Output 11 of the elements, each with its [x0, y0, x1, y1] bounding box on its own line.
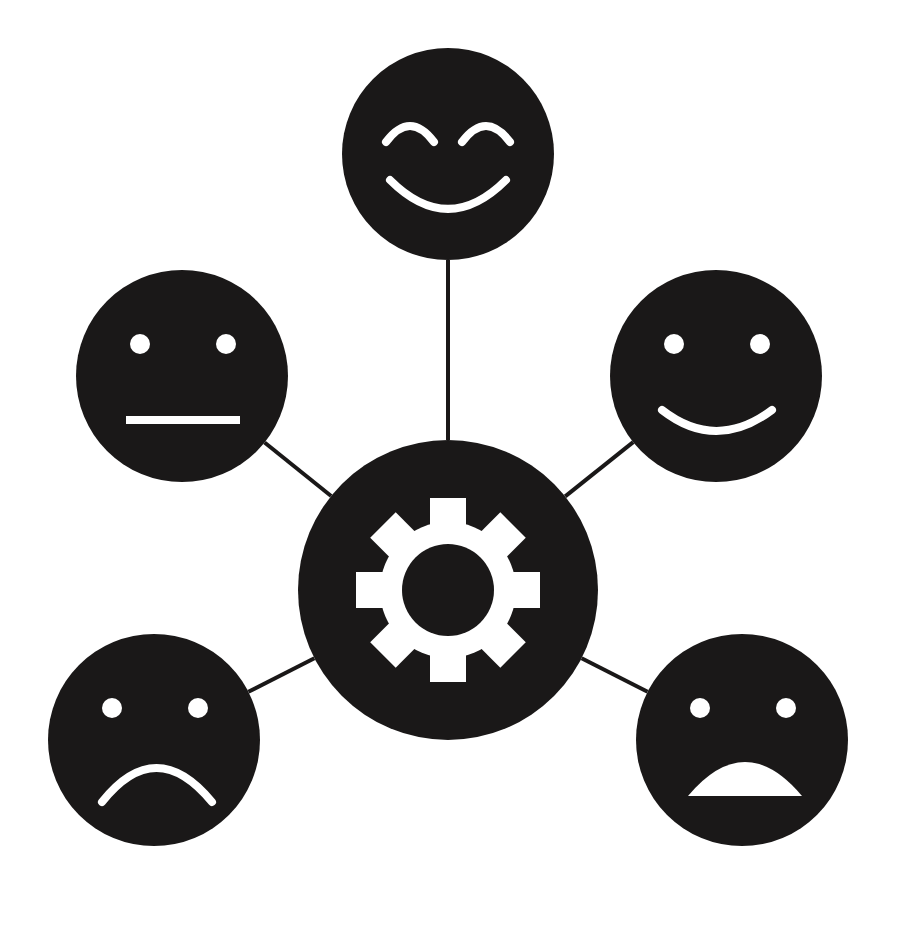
- sad-face-icon: [48, 634, 260, 846]
- connector-line: [263, 440, 333, 498]
- connector-line: [580, 656, 649, 694]
- smiling-face-icon: [610, 270, 822, 482]
- gear-icon: [298, 440, 598, 740]
- connector-line: [563, 440, 635, 498]
- upset-face-icon: [636, 634, 848, 846]
- connector-line: [446, 260, 450, 440]
- neutral-face-icon: [76, 270, 288, 482]
- happy-face-icon: [342, 48, 554, 260]
- connector-line: [247, 656, 316, 694]
